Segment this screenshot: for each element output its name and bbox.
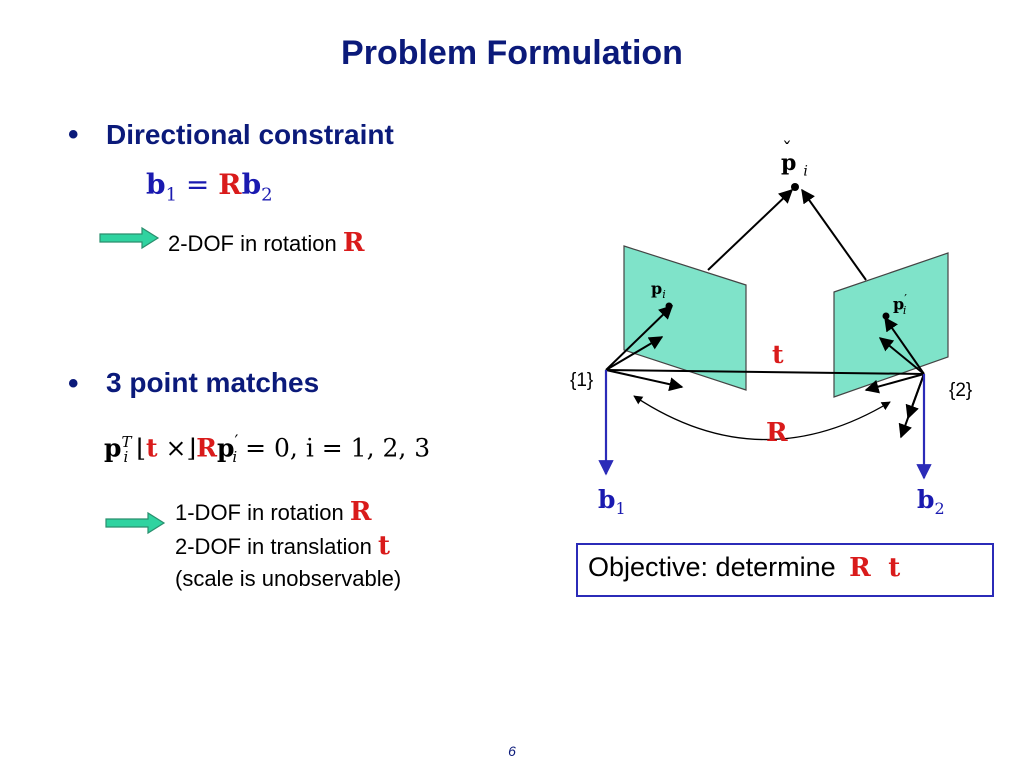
objective-R: R xyxy=(849,553,871,583)
bullet-point-matches: 3 point matches xyxy=(106,367,320,398)
note-scale-unobservable: (scale is unobservable) xyxy=(175,566,402,591)
left-image-point-label: pi xyxy=(651,279,666,302)
left-image-point-marker xyxy=(665,302,673,310)
objective-box: Objective: determine R t xyxy=(576,543,994,597)
translation-label: t xyxy=(772,340,784,369)
implies-arrow-icon xyxy=(99,226,160,250)
left-image-plane xyxy=(623,245,747,391)
rotation-label: R xyxy=(766,418,788,448)
note-2dof-rotation: 2-DOF in rotation R xyxy=(168,228,365,258)
frame-2-label: {2} xyxy=(949,380,973,401)
page-number: 6 xyxy=(508,743,516,759)
objective-t: t xyxy=(888,553,901,583)
frame-1-label: {1} xyxy=(570,370,594,391)
bullet-dot: • xyxy=(68,367,79,400)
world-point-label: ˇ p i xyxy=(781,137,808,180)
point-match-equation: pTi ⌊t ×⌋Rp′i = 0, i = 1, 2, 3 xyxy=(104,432,431,467)
note-1dof-rotation: 1-DOF in rotation R xyxy=(175,497,372,527)
b1-label: b1 xyxy=(598,485,626,518)
world-point-marker xyxy=(791,183,799,191)
bullet-directional-constraint: Directional constraint xyxy=(106,119,394,150)
b2-label: b2 xyxy=(917,485,945,518)
right-image-point-label: p′i xyxy=(893,292,907,317)
implies-arrow-icon xyxy=(105,511,166,535)
note-2dof-translation: 2-DOF in translation t xyxy=(175,531,390,561)
slide-title: Problem Formulation xyxy=(341,34,683,72)
right-image-point-marker xyxy=(882,312,890,320)
objective-text: Objective: determine xyxy=(588,552,836,582)
bullet-dot: • xyxy=(68,118,79,151)
directional-constraint-equation: b1 = Rb2 xyxy=(146,168,273,206)
